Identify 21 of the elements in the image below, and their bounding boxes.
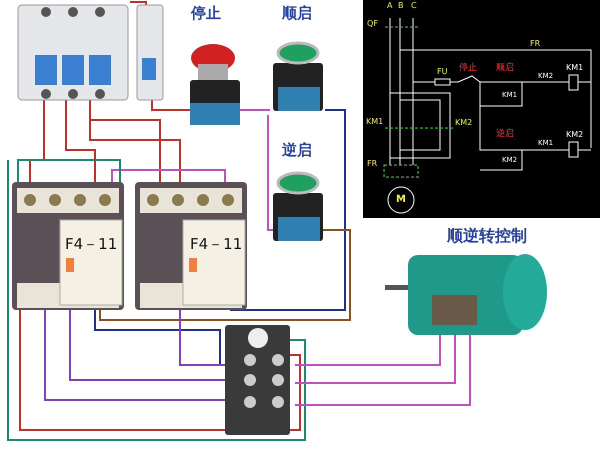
schematic-label: 逆启 <box>496 130 514 139</box>
model-label: F4－11 <box>65 237 118 252</box>
schematic-label: KM2 <box>455 119 472 127</box>
button-label: 逆启 <box>282 143 312 158</box>
schematic-label: FR <box>367 160 378 168</box>
schematic-label: FR <box>530 40 540 48</box>
title: 顺逆转控制 <box>447 228 527 244</box>
schematic-label: C <box>411 2 417 10</box>
schematic-label: 停止 <box>459 64 477 73</box>
schematic-label: KM1 <box>366 118 384 126</box>
schematic-label: KM1 <box>566 64 584 72</box>
model-label: F4－11 <box>190 237 242 252</box>
schematic-label: B <box>398 2 404 10</box>
schematic-label: A <box>387 2 392 10</box>
schematic-label: FU <box>437 68 448 76</box>
schematic-label: QF <box>367 20 378 28</box>
schematic-label: 顺启 <box>496 64 514 73</box>
button-label: 顺启 <box>282 6 312 21</box>
schematic-label: M <box>396 195 406 205</box>
button-label: 停止 <box>191 6 221 21</box>
schematic-label: KM2 <box>566 131 584 139</box>
